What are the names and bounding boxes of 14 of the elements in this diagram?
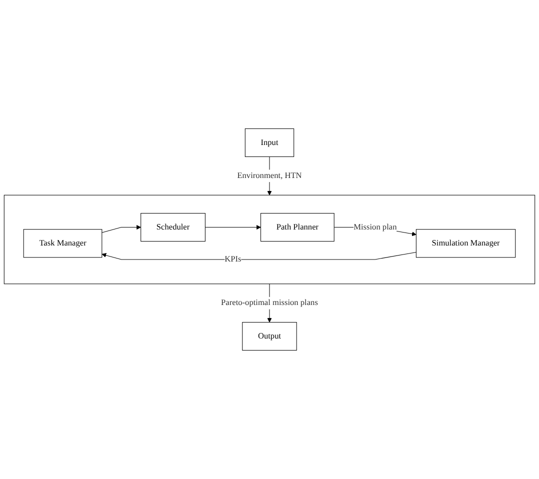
node-box: Simulation Manager: [416, 229, 516, 258]
arrow: [204, 225, 261, 230]
node-box: Input: [244, 128, 294, 157]
node-box: Task Manager: [23, 229, 102, 258]
arrow: [102, 252, 416, 260]
arrow: [102, 225, 142, 233]
node-box: Path Planner: [260, 213, 334, 242]
edge-label: Environment, HTN: [237, 171, 302, 180]
edge-label: Mission plan: [354, 222, 397, 232]
node-box: Output: [242, 322, 297, 351]
cluster: [4, 194, 536, 284]
edge-label: Pareto-optimal mission plans: [221, 298, 318, 308]
node-box: Scheduler: [140, 213, 206, 242]
edge-label: KPIs: [224, 254, 242, 264]
